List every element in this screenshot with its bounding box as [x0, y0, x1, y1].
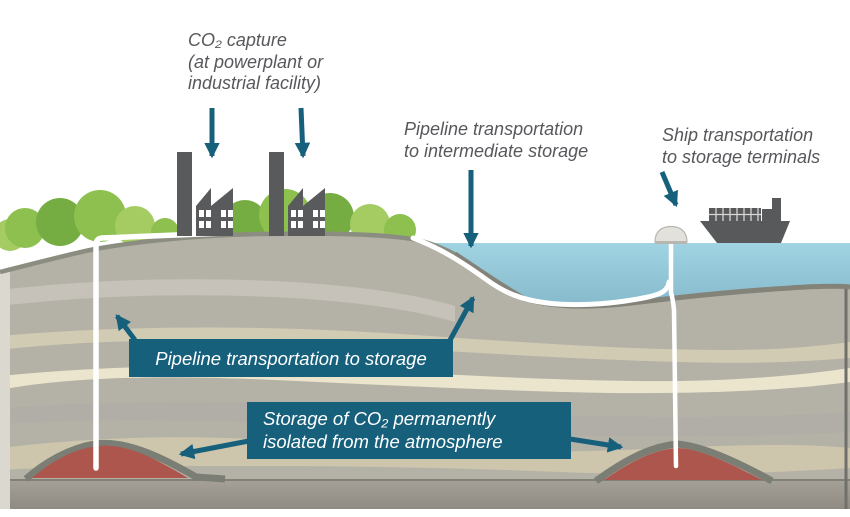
factory-icon — [269, 152, 325, 236]
buoy-icon — [654, 225, 688, 244]
capture-label-line1: CO₂ capture — [188, 30, 287, 50]
ship-funnel — [772, 198, 781, 221]
pipeline-storage-callout-text: Pipeline transportation to storage — [155, 347, 427, 369]
capture-label: CO₂ capture (at powerplant or industrial… — [188, 30, 323, 95]
ship-icon — [700, 198, 790, 243]
pipeline-injection-right — [668, 235, 679, 469]
pipeline-seabed — [410, 235, 672, 308]
storage-callout-line2: isolated from the atmosphere — [263, 431, 503, 452]
tree-icon — [36, 198, 84, 246]
basement-layer — [0, 480, 850, 509]
ship-hull — [700, 221, 790, 243]
storage-callout-line1: Storage of CO₂ permanently — [263, 408, 496, 429]
factory-icon — [177, 152, 233, 236]
capture-label-line2: (at powerplant or — [188, 51, 324, 72]
pipeline-intermediate-line2: to intermediate storage — [404, 140, 589, 161]
storage-dome-left — [23, 439, 226, 483]
arrow-pipeline-storage-left — [115, 314, 137, 342]
left-cut-face — [0, 267, 10, 509]
smokestack — [177, 152, 192, 236]
container-grid — [709, 208, 761, 221]
pipeline-intermediate-label: Pipeline transportation to intermediate … — [404, 119, 588, 162]
tree-icon — [74, 190, 126, 242]
pipeline-intermediate-line1: Pipeline transportation — [404, 119, 584, 139]
buoy-base — [655, 241, 687, 244]
ship-transport-line1: Ship transportation — [662, 125, 814, 145]
arrow-storage-right-dome — [569, 436, 624, 453]
arrow-ship-terminal — [659, 171, 679, 208]
factory-windows — [291, 210, 325, 228]
caprock-left — [23, 439, 226, 483]
arrow-capture-right — [294, 107, 311, 159]
tree-icon — [5, 208, 45, 248]
arrow-pipeline-storage-right — [446, 295, 476, 344]
ship-transport-label: Ship transportation to storage terminals — [662, 125, 820, 168]
ship-transport-line2: to storage terminals — [662, 146, 821, 167]
pipeline-left — [93, 230, 228, 471]
co2-reservoir-left — [32, 445, 188, 478]
capture-label-line3: industrial facility) — [188, 73, 322, 93]
arrow-storage-left-dome — [178, 437, 255, 460]
sediment-band — [0, 279, 455, 322]
seabed-cap — [453, 251, 850, 309]
factory-windows — [199, 210, 233, 228]
ship-bridge — [762, 209, 772, 221]
storage-callout: Storage of CO₂ permanently isolated from… — [247, 402, 571, 459]
smokestack — [269, 152, 284, 236]
buoy-dome — [654, 225, 688, 243]
co2-reservoir-right — [604, 448, 762, 480]
pipeline-storage-callout: Pipeline transportation to storage — [129, 339, 453, 377]
